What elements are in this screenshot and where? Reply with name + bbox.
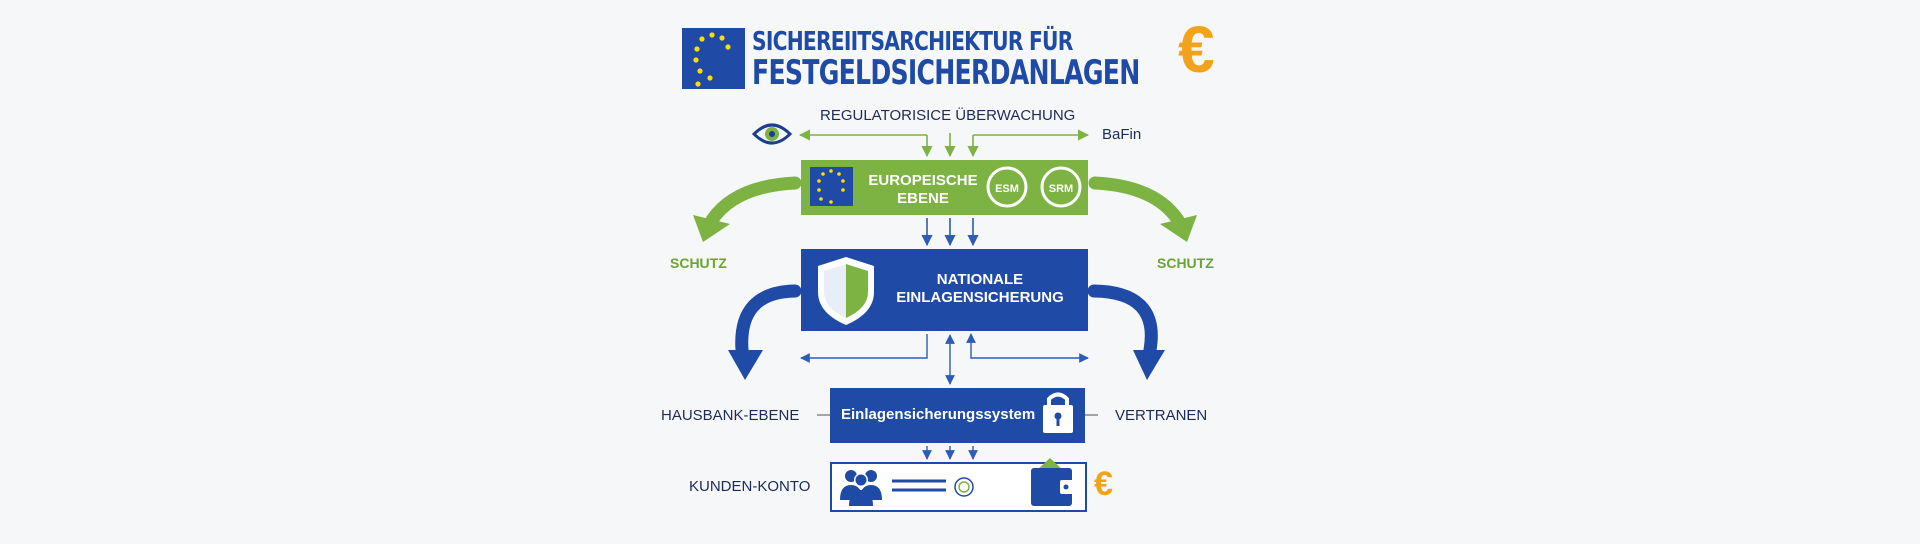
european-level-label: EUROPEISCHE EBENE (858, 172, 988, 208)
shield-icon (818, 257, 874, 325)
euro-icon: € (1178, 12, 1215, 86)
flow-arrow-left (728, 284, 802, 380)
regulatory-label: REGULATORISICE ÜBERWACHUNG (820, 107, 1076, 124)
national-label-line-1: NATIONALE (936, 271, 1024, 288)
srm-badge (1040, 166, 1082, 208)
european-level-label-line-1: EUROPEISCHE (868, 172, 978, 189)
protection-arrow-left (693, 176, 802, 242)
bafin-label: BaFin (1102, 126, 1142, 143)
customer-account-label: KUNDEN-KONTO (689, 478, 811, 495)
coin-icon (954, 477, 974, 497)
protection-arrow-right (1088, 176, 1197, 242)
customer-euro-icon: € (1094, 465, 1113, 503)
title-line-2: FESTGELDSICHERDANLAGEN (752, 53, 1140, 93)
protection-label-right: SCHUTZ (1157, 255, 1214, 271)
trust-label: VERTRANEN (1115, 407, 1208, 424)
flow-arrow-right (1087, 284, 1165, 380)
title-line-1: SICHEREIITSARCHIEKTUR FÜR (752, 27, 1073, 57)
wallet-icon (1031, 458, 1074, 506)
house-bank-box (830, 388, 1085, 443)
national-label: NATIONALE EINLAGENSICHERUNG (885, 271, 1075, 307)
people-icon (840, 470, 882, 506)
lock-icon (1043, 392, 1073, 433)
house-bank-label: HAUSBANK-EBENE (661, 407, 800, 424)
house-bank-box-label: Einlagensicherungssystem (841, 406, 1036, 423)
eu-flag-icon (810, 167, 853, 206)
european-level-label-line-2: EBENE (897, 190, 949, 207)
title-eu-flag-icon (682, 28, 745, 89)
protection-label-left: SCHUTZ (670, 255, 727, 271)
esm-badge (986, 166, 1028, 208)
srm-badge-label: SRM (1048, 183, 1074, 195)
eye-icon (751, 123, 793, 145)
esm-badge-label: ESM (995, 183, 1019, 195)
connector-arrows (800, 333, 1089, 385)
national-label-line-2: EINLAGENSICHERUNG (896, 289, 1064, 306)
